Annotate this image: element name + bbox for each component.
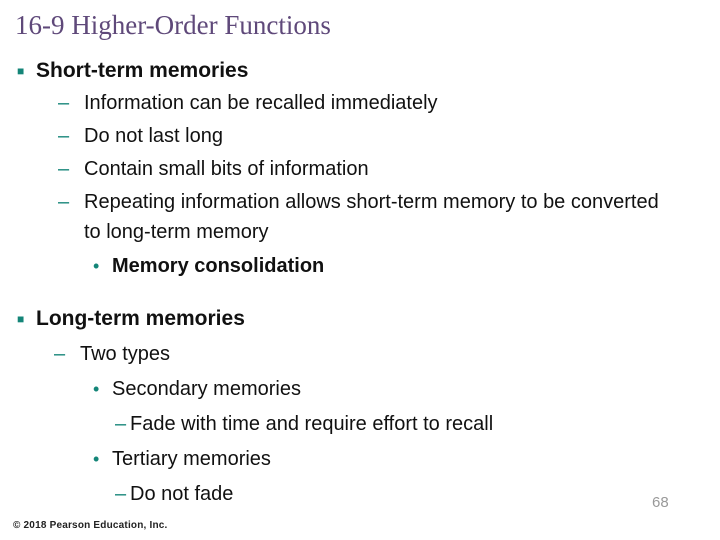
dash-bullet-icon: – [115, 413, 127, 435]
section-long-term-memories: ■ Long-term memories – Two types • Secon… [0, 305, 720, 509]
round-bullet-icon: • [93, 256, 100, 276]
list-item: • Memory consolidation [0, 251, 720, 281]
list-item: – Do not fade [0, 479, 720, 509]
list-item-text: Two types [80, 343, 171, 365]
dash-bullet-icon: – [58, 191, 70, 213]
section-heading: Long-term memories [36, 307, 245, 330]
section-short-term-memories: ■ Short-term memories – Information can … [0, 57, 720, 281]
bullet-heading: ■ Short-term memories [0, 57, 720, 85]
square-bullet-icon: ■ [17, 312, 25, 326]
copyright-notice: © 2018 Pearson Education, Inc. [13, 520, 168, 531]
list-item-text: Memory consolidation [112, 255, 325, 277]
page-number: 68 [652, 494, 669, 511]
round-bullet-icon: • [93, 449, 100, 469]
list-item-text: Do not fade [130, 483, 234, 505]
dash-bullet-icon: – [58, 92, 70, 114]
list-item-text: Information can be recalled immediately [84, 92, 438, 114]
list-item: • Tertiary memories [0, 444, 720, 474]
square-bullet-icon: ■ [17, 64, 25, 78]
slide-title: 16-9 Higher-Order Functions [15, 10, 331, 40]
list-item: – Fade with time and require effort to r… [0, 409, 720, 439]
dash-bullet-icon: – [54, 343, 66, 365]
round-bullet-icon: • [93, 379, 100, 399]
dash-bullet-icon: – [58, 125, 70, 147]
list-item: – Two types [0, 339, 720, 369]
bullet-heading: ■ Long-term memories [0, 305, 720, 333]
list-item: • Secondary memories [0, 374, 720, 404]
list-item: – Contain small bits of information [0, 154, 720, 184]
list-item-text: Contain small bits of information [84, 158, 369, 180]
list-item-text: Tertiary memories [112, 448, 271, 470]
list-item-text: Secondary memories [112, 378, 301, 400]
list-item-text: Fade with time and require effort to rec… [130, 413, 494, 435]
list-item: – Information can be recalled immediatel… [0, 88, 720, 118]
dash-bullet-icon: – [115, 483, 127, 505]
list-item-text: Repeating information allows short-term … [84, 191, 659, 243]
list-item: – Do not last long [0, 121, 720, 151]
list-item-text: Do not last long [84, 125, 223, 147]
list-item: – Repeating information allows short-ter… [0, 187, 720, 247]
section-heading: Short-term memories [36, 59, 249, 82]
dash-bullet-icon: – [58, 158, 70, 180]
